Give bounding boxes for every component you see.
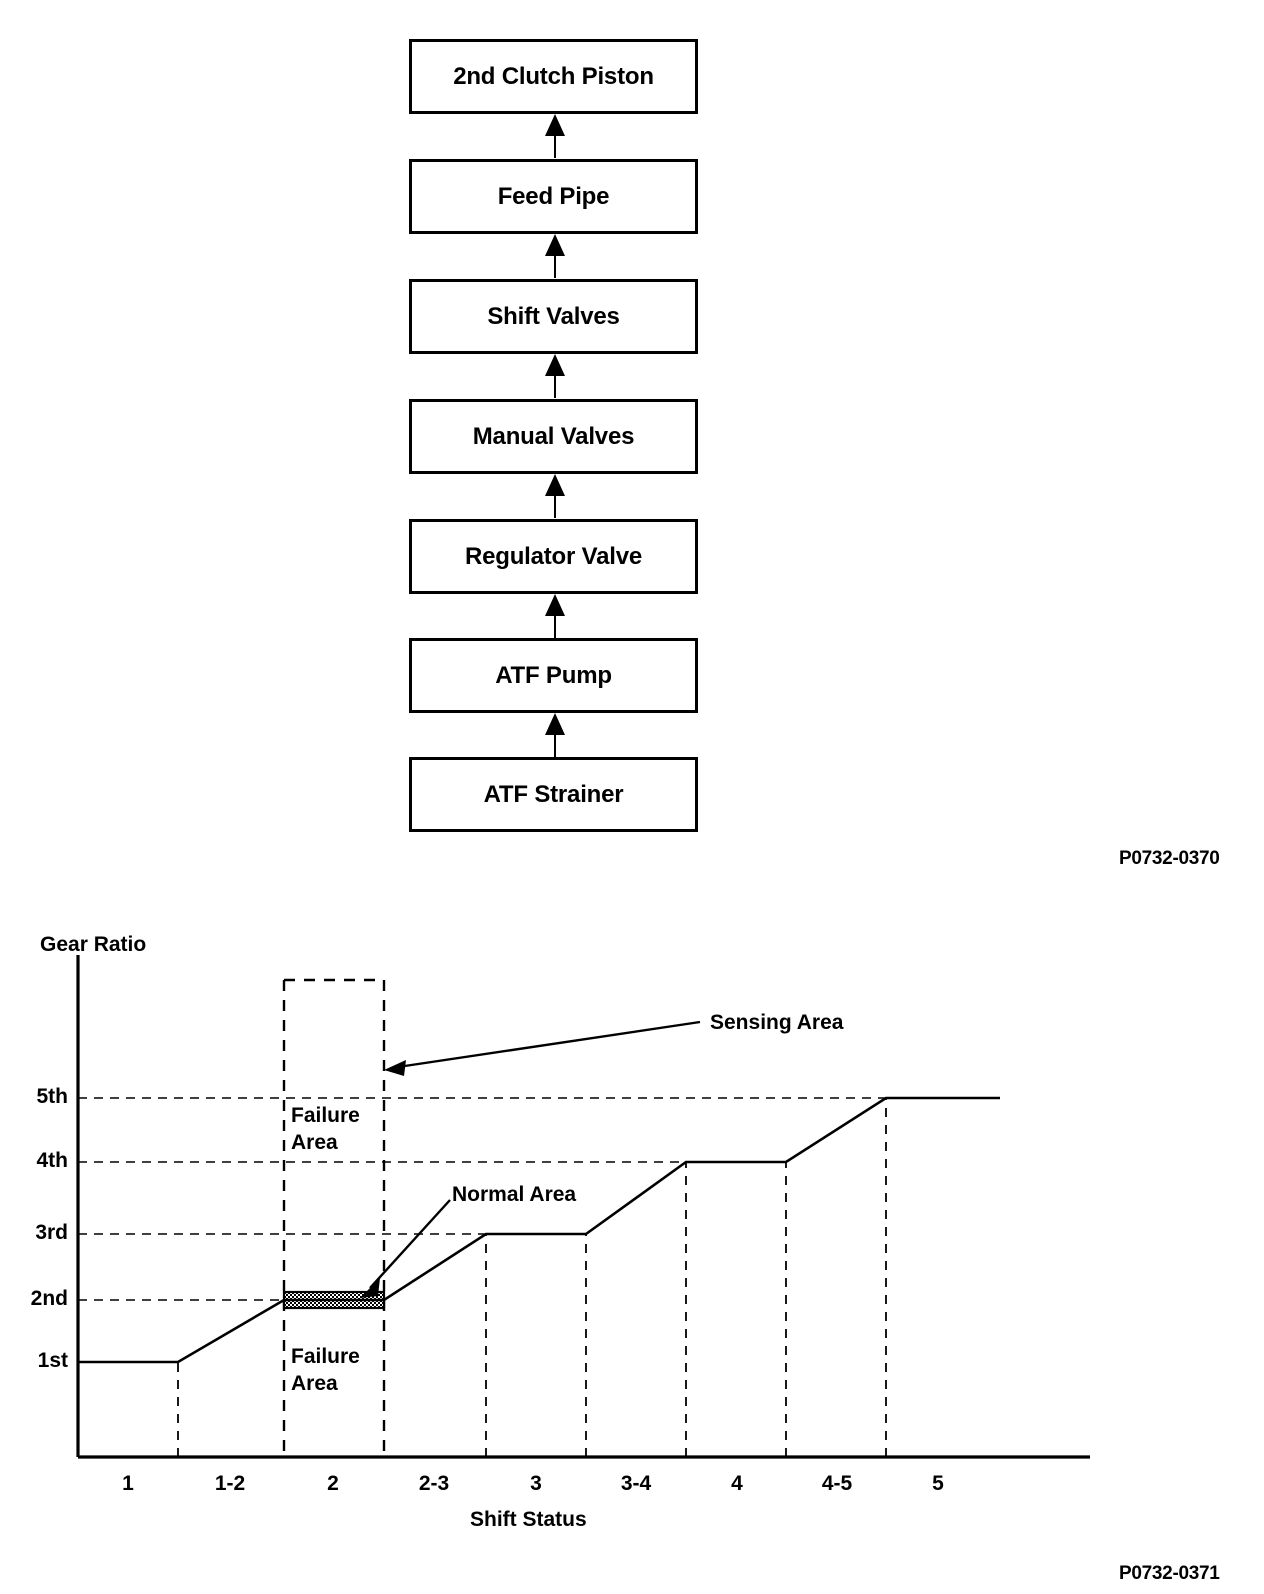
figure-reference-code-top: P0732-0370 [1119, 848, 1220, 869]
failure-area-upper-line2: Area [291, 1130, 338, 1154]
flow-box-label: Manual Valves [472, 422, 635, 450]
x-tick-label-2: 2 [327, 1472, 339, 1495]
flow-box-manual-valves: Manual Valves [409, 399, 698, 474]
flow-box-label: 2nd Clutch Piston [453, 62, 654, 90]
failure-area-lower-line1: Failure [291, 1345, 360, 1368]
gear-ratio-line [78, 1096, 1000, 1364]
x-tick-label-3-4: 3-4 [620, 1472, 652, 1495]
normal-area-leader-arrow [360, 1199, 451, 1298]
y-tick-label-1st: 1st [37, 1349, 68, 1372]
figure-reference-code-bottom: P0732-0371 [1119, 1563, 1220, 1584]
chart-plot-area [76, 955, 1090, 1459]
sensing-area-box [282, 978, 386, 1457]
y-tick-label-3rd: 3rd [35, 1221, 68, 1244]
failure-area-label-lower: Failure Area [291, 1344, 360, 1398]
x-tick-label-1: 1 [122, 1472, 134, 1495]
y-tick-label-2nd: 2nd [30, 1287, 68, 1310]
x-tick-label-3: 3 [530, 1472, 542, 1495]
x-tick-label-2-3: 2-3 [418, 1472, 450, 1495]
flow-box-label: Feed Pipe [497, 182, 610, 210]
x-tick-label-4: 4 [731, 1472, 743, 1495]
sensing-area-label: Sensing Area [710, 1011, 844, 1034]
x-axis-title: Shift Status [470, 1508, 587, 1531]
flow-box-feed-pipe: Feed Pipe [409, 159, 698, 234]
flow-box-2nd-clutch-piston: 2nd Clutch Piston [409, 39, 698, 114]
flow-arrow-up-icon [545, 713, 565, 757]
flow-box-regulator-valve: Regulator Valve [409, 519, 698, 594]
flow-box-atf-strainer: ATF Strainer [409, 757, 698, 832]
atf-flow-diagram: 2nd Clutch Piston Feed Pipe Shift Valves… [409, 39, 1220, 869]
y-tick-label-4th: 4th [36, 1149, 69, 1172]
flow-box-shift-valves: Shift Valves [409, 279, 698, 354]
flow-arrow-up-icon [545, 474, 565, 518]
x-tick-label-1-2: 1-2 [214, 1472, 246, 1495]
failure-area-label-upper: Failure Area [291, 1103, 360, 1157]
y-tick-label-5th: 5th [36, 1085, 69, 1108]
normal-area-label: Normal Area [452, 1183, 577, 1206]
y-axis-title: Gear Ratio [40, 933, 147, 956]
gear-ratio-chart: Gear Ratio [0, 900, 1264, 1594]
flow-box-label: ATF Pump [495, 661, 612, 689]
failure-area-upper-line1: Failure [291, 1104, 360, 1127]
vertical-tick-lines [177, 1098, 887, 1457]
sensing-area-leader-arrow [384, 1020, 701, 1076]
failure-area-lower-line2: Area [291, 1371, 338, 1395]
flow-arrow-up-icon [545, 114, 565, 158]
flow-arrow-up-icon [545, 354, 565, 398]
flow-box-label: Shift Valves [487, 302, 620, 330]
x-tick-label-5: 5 [932, 1472, 944, 1495]
flow-arrow-up-icon [545, 594, 565, 638]
x-tick-label-4-5: 4-5 [821, 1472, 853, 1495]
flow-box-atf-pump: ATF Pump [409, 638, 698, 713]
flow-box-label: Regulator Valve [464, 542, 643, 570]
flow-box-label: ATF Strainer [483, 780, 624, 808]
flow-arrow-up-icon [545, 234, 565, 278]
